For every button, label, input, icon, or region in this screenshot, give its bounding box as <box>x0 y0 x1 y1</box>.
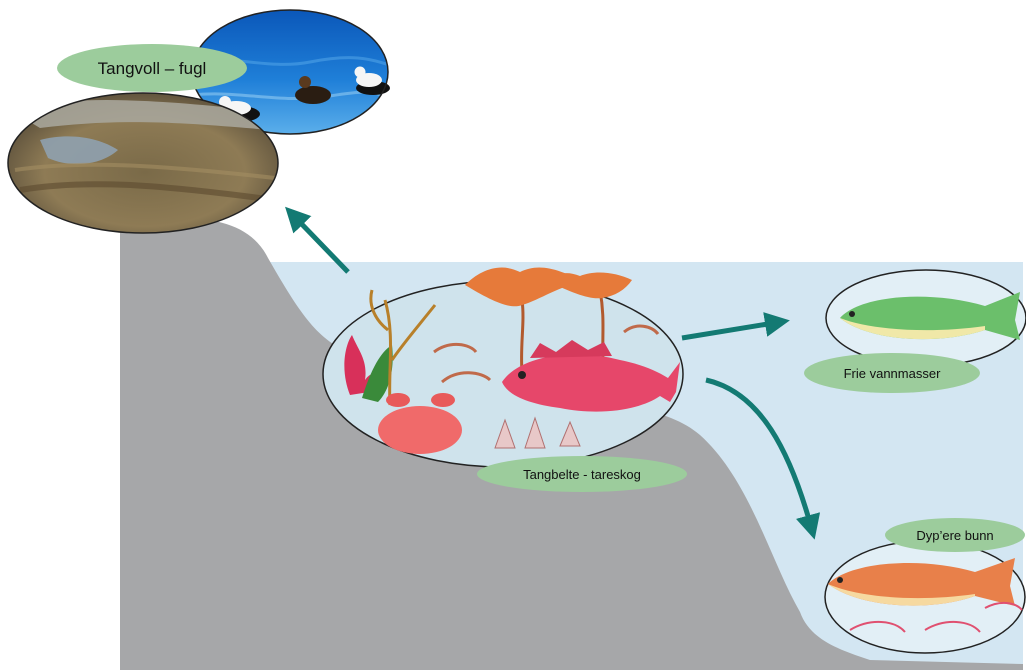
tangbelte-label: Tangbelte - tareskog <box>523 467 641 482</box>
dypere-label: Dyp’ere bunn <box>916 528 993 543</box>
tangvoll-label: Tangvoll – fugl <box>98 59 207 78</box>
frie-label: Frie vannmasser <box>844 366 941 381</box>
